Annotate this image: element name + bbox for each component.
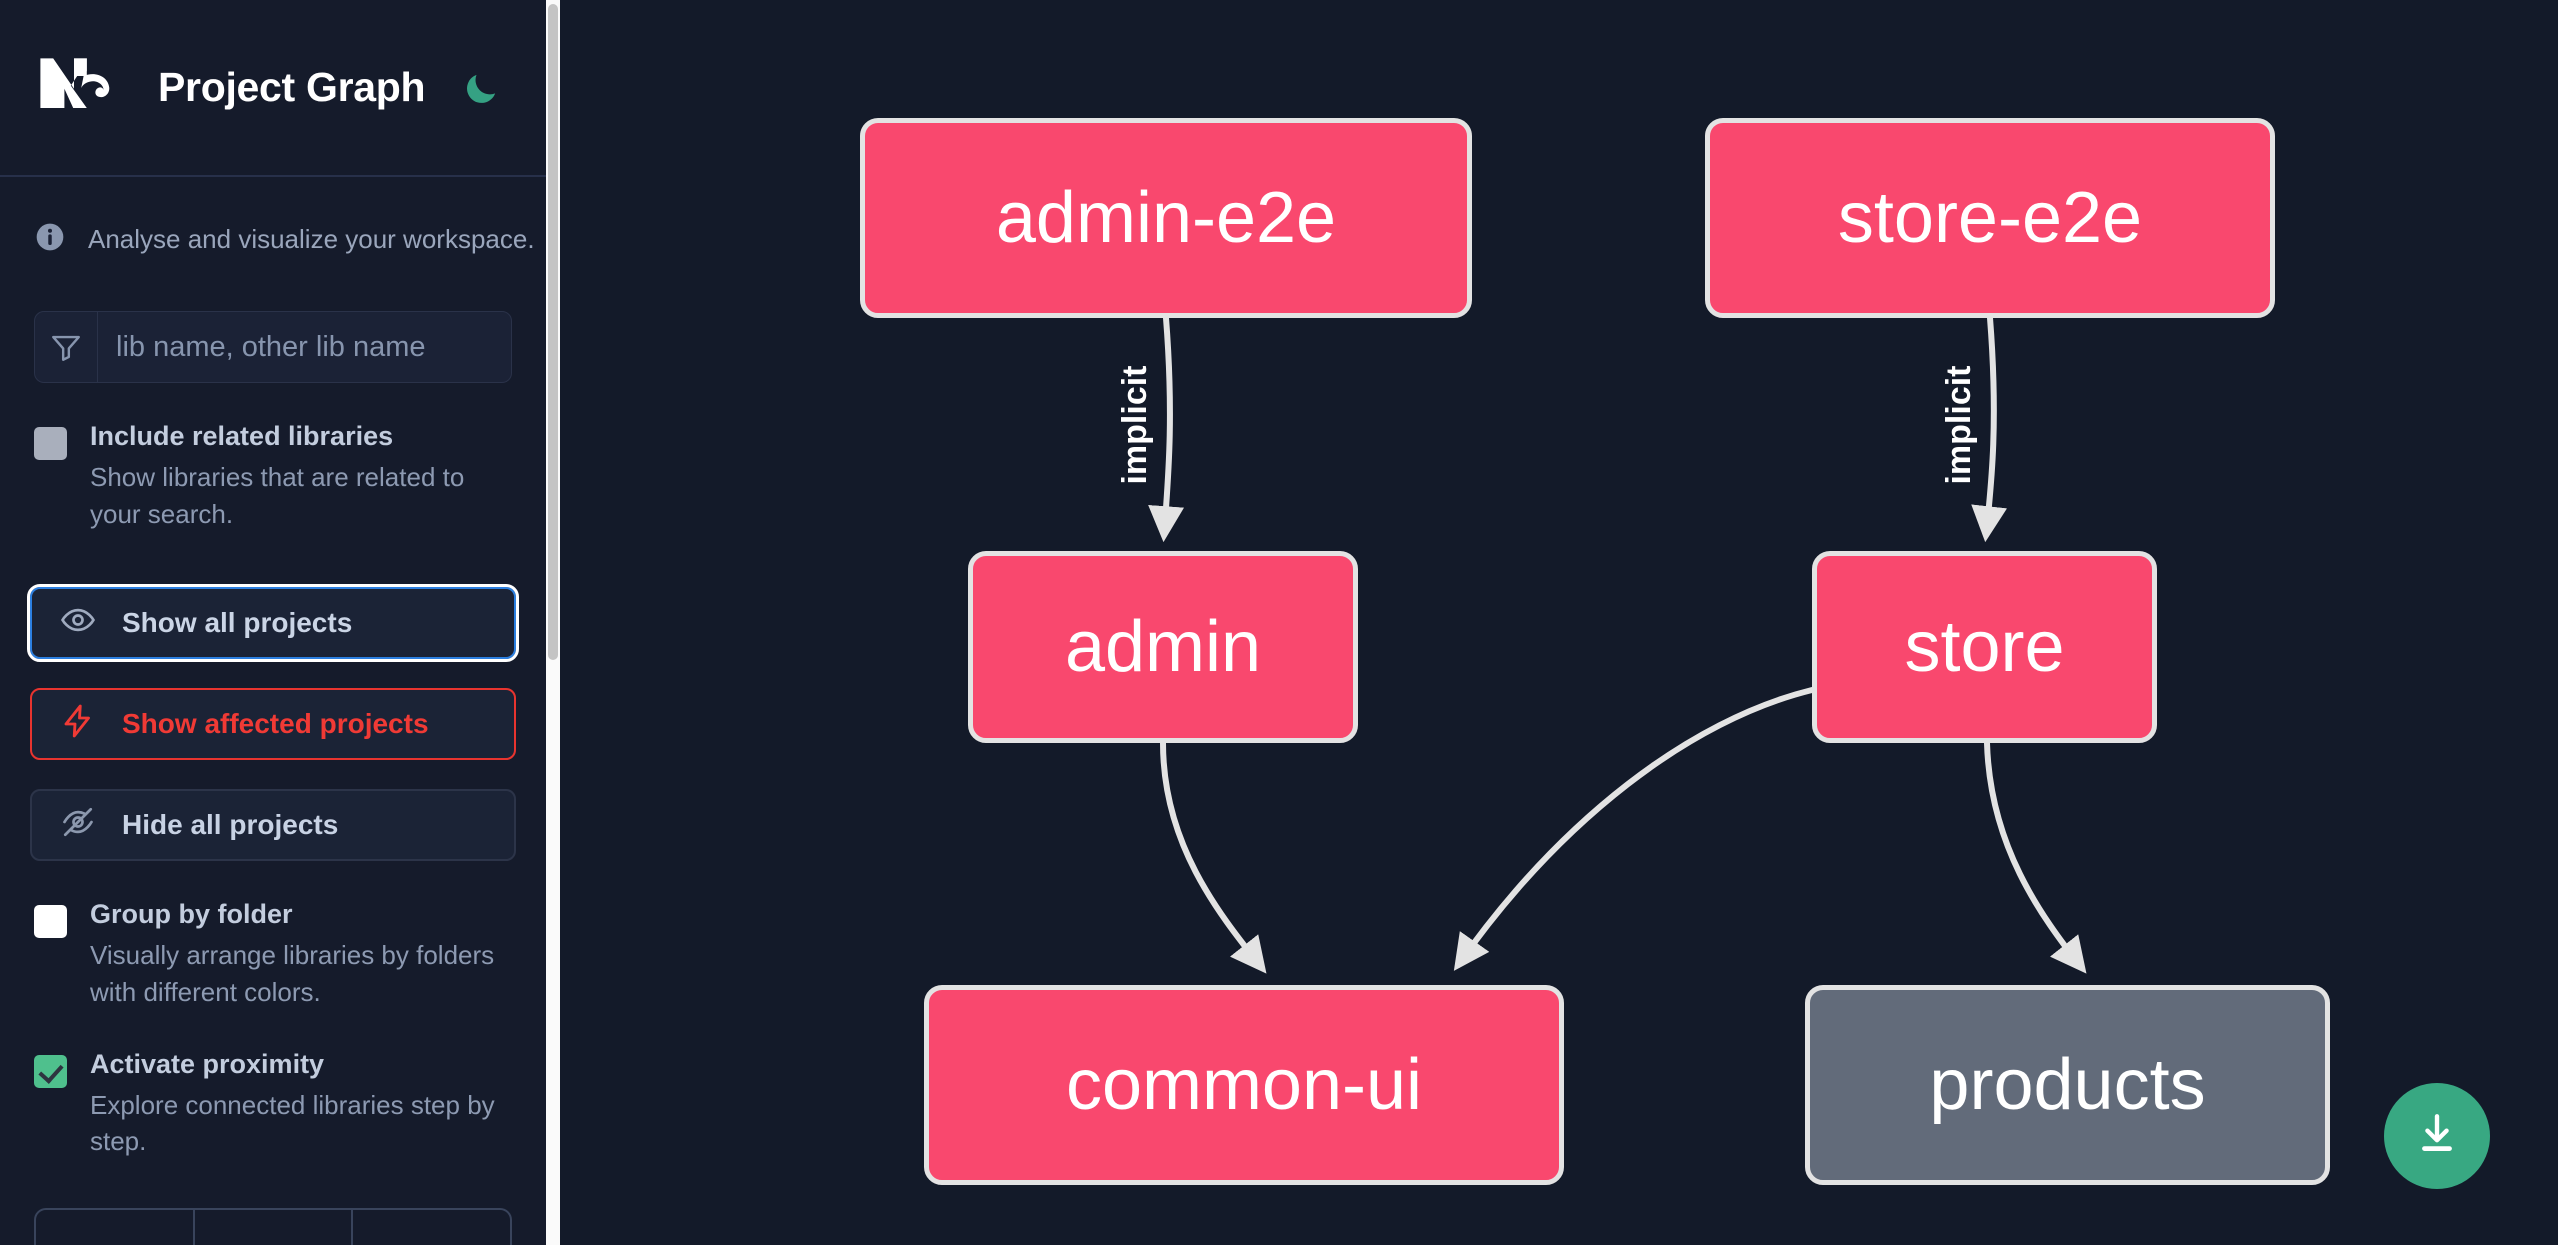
include-related-libraries-label: Include related libraries [90, 421, 394, 451]
graph-action-buttons: Show all projects Show affected projects [0, 584, 546, 862]
graph-node-admin-e2e[interactable]: admin-e2e [860, 118, 1472, 318]
eye-icon [60, 602, 96, 645]
graph-node-label: products [1929, 1045, 2206, 1125]
activate-proximity-description: Explore connected libraries step by step… [90, 1089, 495, 1157]
workspace-tagline: Analyse and visualize your workspace. [0, 177, 546, 258]
segment-1[interactable] [36, 1210, 195, 1245]
include-related-libraries-description: Show libraries that are related to your … [90, 461, 465, 529]
info-circle-icon [34, 221, 66, 258]
search-input[interactable] [98, 312, 511, 382]
sidebar-scroll-region: Project Graph Analyse and visualize yo [0, 0, 546, 1245]
tagline-text: Analyse and visualize your workspace. [88, 224, 535, 254]
edge-label-implicit-store: implicit [1940, 365, 1978, 484]
graph-node-label: common-ui [1065, 1045, 1423, 1125]
edge-store-to-products [1984, 740, 2087, 974]
edge-admin-to-common-ui [1160, 740, 1267, 974]
graph-node-common-ui[interactable]: common-ui [924, 985, 1564, 1185]
graph-node-label: store-e2e [1837, 178, 2143, 258]
show-all-projects-button[interactable]: Show all projects [27, 584, 519, 663]
eye-off-icon [60, 804, 96, 847]
edge-label-implicit-admin: implicit [1116, 365, 1154, 484]
show-all-projects-label: Show all projects [122, 607, 353, 639]
option-group-by-folder[interactable]: Group by folder Visually arrange librari… [0, 897, 546, 1010]
group-by-folder-description: Visually arrange libraries by folders wi… [90, 940, 495, 1007]
show-affected-projects-button[interactable]: Show affected projects [30, 688, 516, 761]
graph-node-label: admin [1064, 607, 1262, 687]
graph-node-label: store [1904, 607, 2065, 687]
page-title: Project Graph [158, 64, 426, 110]
group-by-folder-checkbox[interactable] [34, 905, 67, 939]
bolt-icon [60, 703, 96, 746]
graph-canvas[interactable]: implicit implicit admin-e2e store-e2e ad… [560, 0, 2558, 1245]
edge-admin-e2e-to-admin [1148, 315, 1185, 543]
option-include-related-libraries[interactable]: Include related libraries Show libraries… [0, 419, 546, 532]
edge-store-to-common-ui [1453, 687, 1815, 971]
nx-logo-icon [34, 52, 130, 124]
download-icon [2412, 1109, 2462, 1164]
sidebar: Project Graph Analyse and visualize yo [0, 0, 560, 1245]
show-affected-projects-label: Show affected projects [122, 708, 429, 740]
sidebar-scrollbar-track[interactable] [546, 0, 560, 1245]
activate-proximity-checkbox[interactable] [34, 1054, 67, 1088]
graph-node-label: admin-e2e [995, 178, 1337, 258]
download-image-button[interactable] [2384, 1083, 2490, 1189]
hide-all-projects-label: Hide all projects [122, 809, 339, 841]
filter-icon[interactable] [35, 312, 98, 382]
sidebar-header: Project Graph [0, 0, 546, 177]
activate-proximity-label: Activate proximity [90, 1048, 325, 1079]
graph-node-store-e2e[interactable]: store-e2e [1705, 118, 2275, 318]
group-by-folder-label: Group by folder [90, 899, 293, 930]
edge-store-e2e-to-store [1971, 315, 2008, 543]
search-field-wrapper [34, 311, 512, 383]
graph-node-store[interactable]: store [1812, 551, 2157, 743]
segment-2[interactable] [195, 1210, 354, 1245]
include-related-libraries-checkbox[interactable] [34, 427, 67, 460]
graph-edges-layer: implicit implicit [1114, 315, 2087, 974]
graph-node-products[interactable]: products [1805, 985, 2330, 1185]
proximity-step-segmented-control[interactable] [34, 1208, 512, 1245]
option-activate-proximity[interactable]: Activate proximity Explore connected lib… [0, 1047, 546, 1160]
segment-3[interactable] [353, 1210, 510, 1245]
sidebar-scrollbar-thumb[interactable] [548, 4, 558, 660]
moon-icon[interactable] [455, 62, 507, 114]
graph-node-admin[interactable]: admin [968, 551, 1358, 743]
hide-all-projects-button[interactable]: Hide all projects [30, 789, 516, 862]
